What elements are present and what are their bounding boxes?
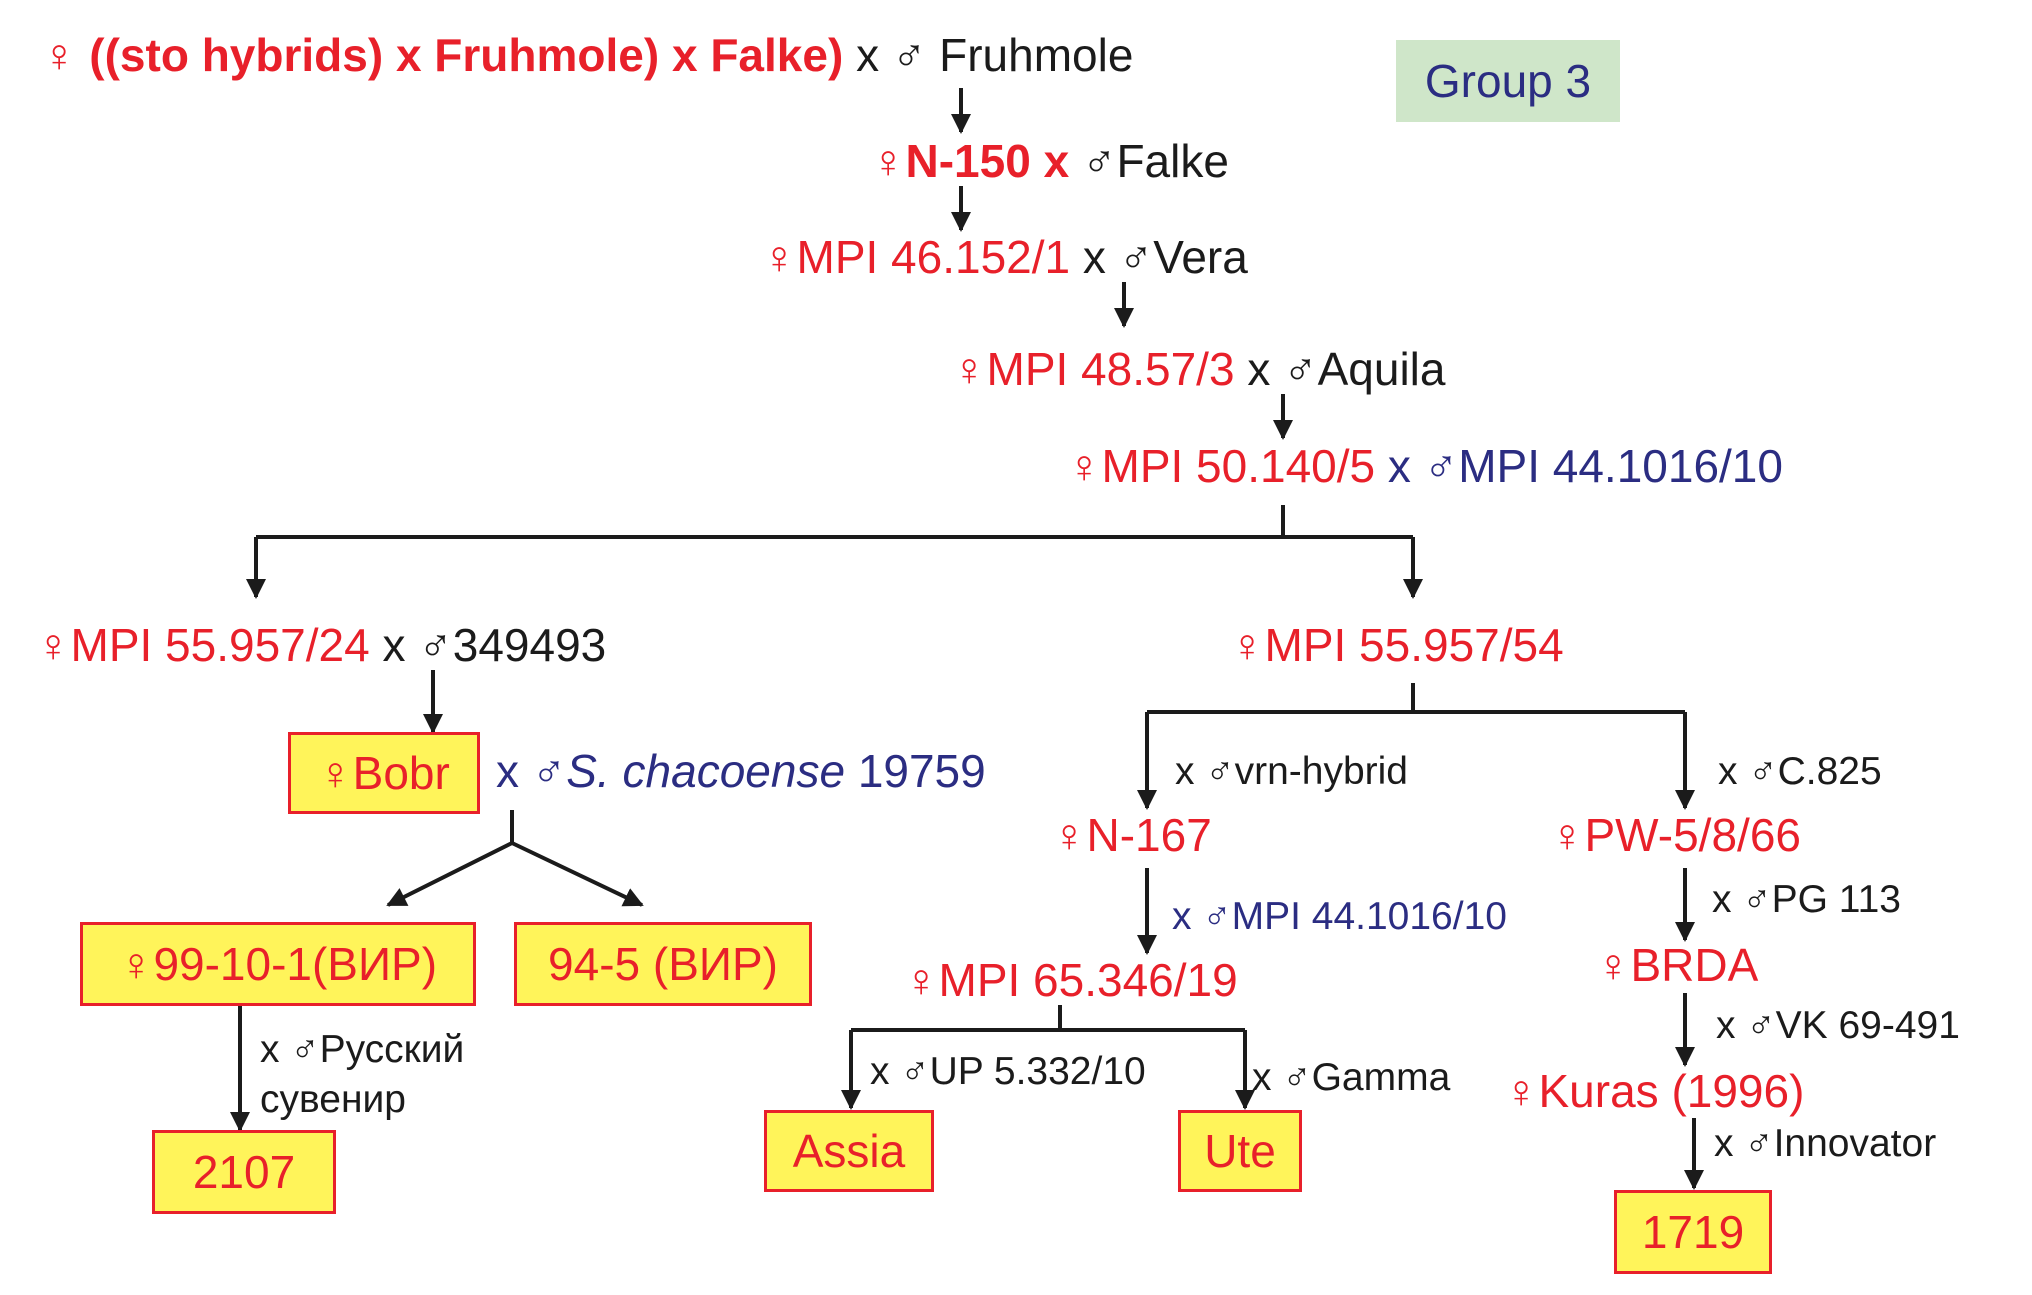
bobr-cross-species: S. chacoense xyxy=(566,745,846,797)
right-parent: ♀MPI 55.957/54 xyxy=(1230,619,1564,671)
bobr-cross: x ♂S. chacoense 19759 xyxy=(496,748,986,794)
vir1-label: ♀99-10-1(ВИР) xyxy=(118,938,438,990)
arrow-to-vir1 xyxy=(386,841,513,907)
gen1-cross: ♀ ((sto hybrids) x Fruhmole) x Falke) x … xyxy=(42,32,1133,78)
gen3-male: ♂Vera xyxy=(1118,231,1248,283)
bobr-cross-id: 19759 xyxy=(857,745,986,797)
kuras-cross: x ♂VK 69-491 xyxy=(1716,1004,1960,1047)
kuras-node: ♀Kuras (1996) xyxy=(1504,1065,1805,1117)
vir1-box: ♀99-10-1(ВИР) xyxy=(80,922,476,1006)
innovator-cross: x ♂Innovator xyxy=(1714,1122,1937,1165)
mpi65-cross: x ♂MPI 44.1016/10 xyxy=(1172,897,1507,936)
ute-box: Ute xyxy=(1178,1110,1302,1192)
gen2-cross: ♀N-150 x ♂Falke xyxy=(871,138,1229,184)
result-1719-label: 1719 xyxy=(1641,1206,1745,1258)
gen2-female: ♀N-150 xyxy=(871,135,1031,187)
bobr-cross-male-symbol: ♂ xyxy=(531,745,567,797)
gen2-male: ♂Falke xyxy=(1081,135,1229,187)
group-label-badge: Group 3 xyxy=(1396,40,1620,122)
gen4-female: ♀MPI 48.57/3 xyxy=(952,343,1235,395)
group-label: Group 3 xyxy=(1424,55,1592,107)
vir1-cross-line1: x ♂Русский xyxy=(260,1028,465,1071)
pw-cross: x ♂C.825 xyxy=(1718,750,1882,793)
gen3-cross: ♀MPI 46.152/1 x ♂Vera xyxy=(762,234,1248,280)
n167-cross: x ♂vrn-hybrid xyxy=(1175,750,1408,793)
brda-cross: x ♂PG 113 xyxy=(1712,878,1901,921)
assia-cross: x ♂UP 5.332/10 xyxy=(870,1050,1146,1093)
assia-label: Assia xyxy=(792,1125,906,1177)
bobr-label: ♀Bobr xyxy=(318,747,450,799)
left-parent-cross: ♀MPI 55.957/24 x ♂349493 xyxy=(36,622,606,668)
pw-node: ♀PW-5/8/66 xyxy=(1550,809,1801,861)
result-2107-label: 2107 xyxy=(192,1146,296,1198)
gen1-male: ♂ Fruhmole xyxy=(891,29,1134,81)
ute-cross: x ♂Gamma xyxy=(1252,1056,1451,1099)
gen2-x: x xyxy=(1043,135,1070,187)
gen5-cross: ♀MPI 50.140/5 x ♂MPI 44.1016/10 xyxy=(1067,443,1783,489)
n167-node: ♀N-167 xyxy=(1052,809,1212,861)
vir2-label: 94-5 (ВИР) xyxy=(548,938,778,990)
gen3-female: ♀MPI 46.152/1 xyxy=(762,231,1071,283)
gen3-x: x xyxy=(1082,231,1106,283)
left-parent-female: ♀MPI 55.957/24 xyxy=(36,619,370,671)
brda-node: ♀BRDA xyxy=(1596,939,1759,991)
gen4-cross: ♀MPI 48.57/3 x ♂Aquila xyxy=(952,346,1445,392)
bobr-cross-x: x xyxy=(496,745,519,797)
left-parent-x: x xyxy=(382,619,406,671)
mpi65-node: ♀MPI 65.346/19 xyxy=(904,954,1238,1006)
gen4-x: x xyxy=(1247,343,1271,395)
gen5-female: ♀MPI 50.140/5 xyxy=(1067,440,1376,492)
result-1719-box: 1719 xyxy=(1614,1190,1772,1274)
gen5-male: ♂MPI 44.1016/10 xyxy=(1423,440,1783,492)
result-2107-box: 2107 xyxy=(152,1130,336,1214)
vir1-cross-line2: сувенир xyxy=(260,1078,406,1121)
gen1-female: ♀ ((sto hybrids) x Fruhmole) x Falke) xyxy=(42,29,844,81)
mpi65-cross-male: ♂MPI 44.1016/10 xyxy=(1202,895,1507,938)
gen1-x: x xyxy=(856,29,880,81)
mpi65-cross-x: x xyxy=(1172,895,1192,938)
assia-box: Assia xyxy=(764,1110,934,1192)
bobr-box: ♀Bobr xyxy=(288,732,480,814)
gen4-male: ♂Aquila xyxy=(1283,343,1446,395)
arrow-to-vir2 xyxy=(511,841,644,907)
gen5-x: x xyxy=(1387,440,1411,492)
vir2-box: 94-5 (ВИР) xyxy=(514,922,812,1006)
ute-label: Ute xyxy=(1204,1125,1276,1177)
left-parent-male: ♂349493 xyxy=(418,619,607,671)
